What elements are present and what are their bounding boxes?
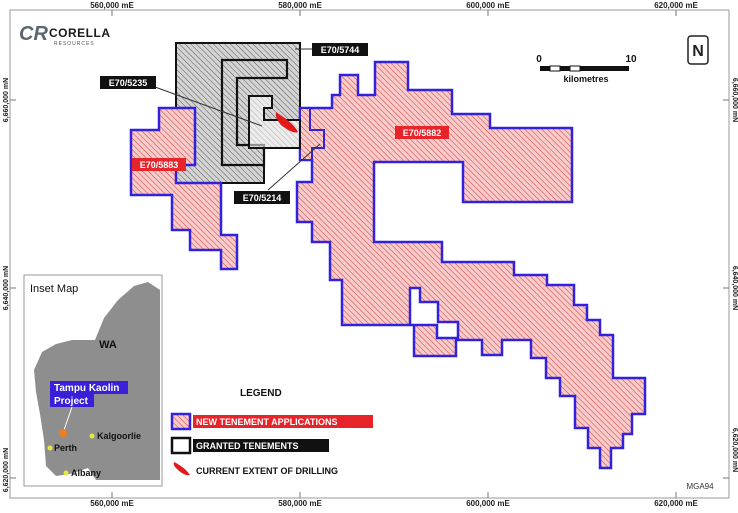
town-dot bbox=[47, 445, 53, 451]
grid-label-right: 6,660,000 mN bbox=[731, 78, 738, 122]
legend-item-application: NEW TENEMENT APPLICATIONS bbox=[196, 417, 338, 427]
north-arrow-icon: N bbox=[687, 35, 709, 65]
svg-text:N: N bbox=[692, 43, 704, 60]
label-e70-5214: E70/5214 bbox=[243, 193, 282, 203]
project-label: Project bbox=[54, 396, 89, 407]
grid-label-left: 6,640,000 mN bbox=[3, 266, 10, 310]
svg-text:CORELLA: CORELLA bbox=[49, 26, 111, 40]
application-tenement-e70-5214 bbox=[299, 107, 325, 161]
grid-label-bottom: 600,000 mE bbox=[466, 499, 510, 508]
label-leaders bbox=[154, 48, 321, 191]
grid-label-top: 620,000 mE bbox=[654, 1, 698, 10]
grid-label-top: 580,000 mE bbox=[278, 1, 322, 10]
svg-text:CR: CR bbox=[19, 23, 48, 45]
label-e70-5883: E70/5883 bbox=[140, 160, 179, 170]
corella-logo: CR CORELLA RESOURCES bbox=[16, 20, 120, 47]
grid-ticks bbox=[10, 10, 729, 498]
legend-item-drilling: CURRENT EXTENT OF DRILLING bbox=[196, 466, 338, 476]
inset-region-label: WA bbox=[99, 339, 117, 351]
legend-swatch-drilling bbox=[173, 462, 190, 476]
grid-label-bottom: 620,000 mE bbox=[654, 499, 698, 508]
legend-item-granted: GRANTED TENEMENTS bbox=[196, 441, 299, 451]
label-e70-5235: E70/5235 bbox=[109, 78, 148, 88]
grid-label-left: 6,660,000 mN bbox=[3, 78, 10, 122]
legend-swatch-application bbox=[170, 412, 192, 431]
inset-map: Inset Map WA Tampu Kaolin Project Kalgoo… bbox=[23, 274, 163, 487]
granted-tenement-e70-5235-inner bbox=[248, 95, 301, 149]
grid-label-right: 6,640,000 mN bbox=[731, 266, 738, 310]
grid-label-top: 560,000 mE bbox=[90, 1, 134, 10]
application-tenement-e70-5882 bbox=[295, 60, 647, 470]
grid-label-top: 600,000 mE bbox=[466, 1, 510, 10]
grid-label-right: 6,620,000 mN bbox=[731, 428, 738, 472]
grid-label-left: 6,620,000 mN bbox=[3, 448, 10, 492]
town-dot bbox=[63, 470, 69, 476]
granted-tenement-e70-5235 bbox=[220, 58, 289, 167]
svg-text:0: 0 bbox=[536, 54, 542, 65]
project-label: Tampu Kaolin bbox=[54, 383, 119, 394]
label-e70-5882: E70/5882 bbox=[403, 128, 442, 138]
datum-label: MGA94 bbox=[686, 482, 714, 491]
inset-title: Inset Map bbox=[30, 283, 78, 295]
legend: LEGEND NEW TENEMENT APPLICATIONS GRANTED… bbox=[166, 355, 378, 485]
svg-text:RESOURCES: RESOURCES bbox=[54, 41, 95, 47]
town-label-perth: Perth bbox=[54, 443, 77, 453]
grid-label-bottom: 560,000 mE bbox=[90, 499, 134, 508]
legend-swatch-granted bbox=[170, 436, 192, 455]
grid-label-bottom: 580,000 mE bbox=[278, 499, 322, 508]
town-label-kalgoorlie: Kalgoorlie bbox=[97, 431, 141, 441]
svg-text:10: 10 bbox=[625, 54, 637, 65]
svg-text:kilometres: kilometres bbox=[563, 74, 608, 84]
label-e70-5744: E70/5744 bbox=[321, 45, 360, 55]
application-tenement-e70-5883 bbox=[129, 106, 239, 271]
drilling-extent bbox=[275, 112, 298, 133]
scale-bar: 0 10 kilometres bbox=[536, 54, 637, 84]
project-location-dot bbox=[59, 429, 67, 437]
town-label-albany: Albany bbox=[71, 468, 101, 478]
legend-title: LEGEND bbox=[240, 388, 282, 399]
town-dot bbox=[89, 433, 95, 439]
